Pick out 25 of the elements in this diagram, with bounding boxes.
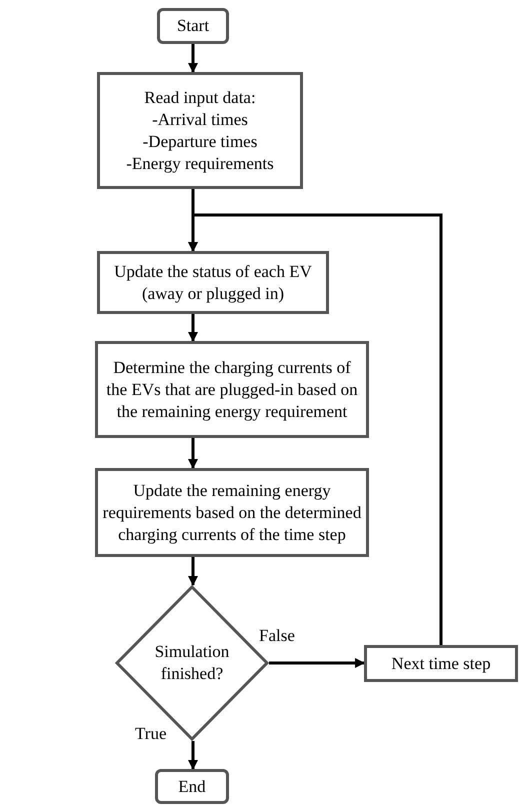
process-box	[95, 341, 369, 438]
arrow	[188, 557, 198, 586]
arrow	[269, 658, 365, 668]
node-text: -Arrival times	[152, 108, 248, 130]
node-text: Update the status of each EV (away or plugged in)	[113, 260, 313, 304]
end-terminal	[155, 769, 229, 804]
arrow	[188, 314, 198, 342]
arrow	[188, 741, 198, 770]
arrow	[188, 214, 442, 645]
arrow	[188, 44, 198, 73]
start-terminal	[157, 8, 229, 44]
process-box	[97, 251, 329, 314]
node-text: -Energy requirements	[126, 152, 274, 174]
arrow	[188, 438, 198, 469]
process-box	[364, 645, 518, 682]
process-box	[95, 468, 369, 557]
process-box	[97, 72, 303, 189]
node-text: Read input data:	[144, 86, 256, 108]
node-text: Start	[176, 15, 210, 37]
node-text: Determine the charging currents of the EVs that are plugged-in based on the remaining energy requirement	[105, 356, 359, 422]
node-text: Update the remaining energy requirements based on the determined charging currents of the time step	[102, 480, 362, 546]
node-text: Simulation finished?	[154, 641, 230, 685]
node-text: End	[178, 776, 206, 798]
node-text: Next time step	[391, 652, 491, 674]
node-text: -Departure times	[142, 130, 258, 152]
